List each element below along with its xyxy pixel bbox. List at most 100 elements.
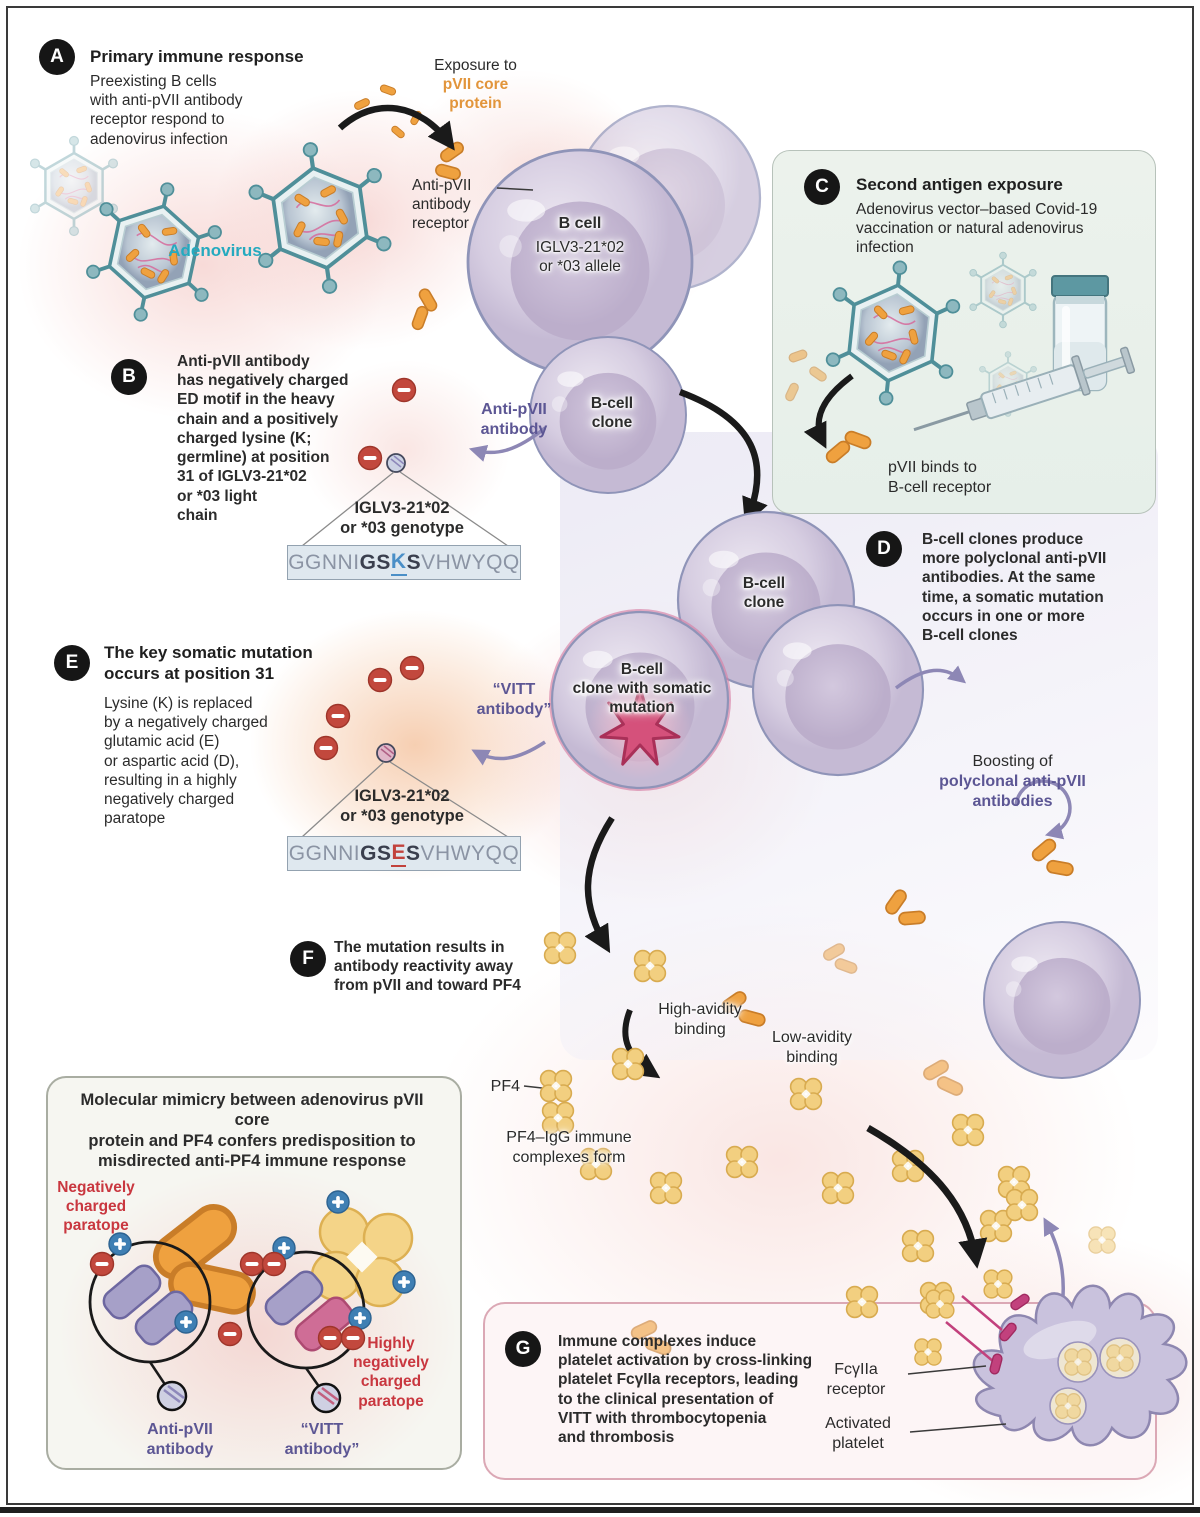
activated-platelet-label: Activated platelet <box>825 1415 891 1452</box>
leader-line <box>496 187 534 191</box>
panel-c-title: Second antigen exposure <box>856 175 1063 194</box>
minus-charge-icon <box>217 1321 243 1347</box>
plus-charge-icon <box>392 1270 416 1294</box>
mimicry-left-group <box>88 1199 257 1468</box>
plus-charge-icon <box>348 1306 372 1330</box>
seq-pre: GGNNI <box>288 841 361 865</box>
minus-charge-icon <box>399 655 425 681</box>
pvii-protein-icon <box>787 348 809 364</box>
leader-line <box>907 1365 987 1375</box>
pf4-label: PF4 <box>490 1078 520 1095</box>
pvii-core-protein-label: pVII core protein <box>442 76 509 113</box>
seq-bold: S <box>406 841 421 865</box>
plus-charge-icon <box>326 1190 350 1214</box>
pvii-protein-icon <box>410 304 430 332</box>
pvii-protein-icon <box>833 956 859 976</box>
arrow <box>678 388 768 526</box>
pvii-protein-icon <box>897 910 927 926</box>
b-cell-label: B cell <box>558 215 602 232</box>
adenovirus-ghost-icon <box>31 137 118 236</box>
pf4-tetramer-icon <box>539 1069 573 1103</box>
pf4-tetramer-icon <box>925 1289 955 1319</box>
plus-charge-icon <box>174 1310 198 1334</box>
seq-mutation-e: E <box>391 841 406 867</box>
arrow <box>622 1008 661 1079</box>
adenovirus-ghost-icon <box>970 252 1036 328</box>
antibody-blue-icon <box>978 851 1037 908</box>
antibody-red-icon <box>1050 1073 1111 1133</box>
pvii-protein-icon <box>389 124 407 140</box>
pf4-big-tetramer-icon <box>310 1206 414 1308</box>
antibody-icon <box>733 870 788 922</box>
fcgamma-receptor-icons <box>945 1293 1030 1375</box>
pvii-protein-icon <box>807 364 829 384</box>
antibody-icon <box>946 916 997 964</box>
leader-line <box>523 1085 543 1089</box>
panel-e-body: Lysine (K) is replaced by a negatively c… <box>104 695 268 828</box>
antibody-icon <box>1021 671 1080 730</box>
b-cell-clone-label: B-cell clone <box>742 575 786 612</box>
panel-f-badge: F <box>290 941 326 977</box>
pf4-tetramer-icon <box>633 949 667 983</box>
panel-f-body: The mutation results in antibody reactiv… <box>334 939 521 995</box>
genotype-label-e: IGLV3-21*02 or *03 genotype <box>340 787 464 826</box>
antibody-icon <box>918 813 974 867</box>
panel-d-body: B-cell clones produce more polyclonal an… <box>922 531 1107 645</box>
pvii-protein-icon <box>437 139 467 165</box>
antibody-icon <box>627 531 686 590</box>
arrow <box>337 104 455 151</box>
pvii-protein-icon <box>934 1074 966 1098</box>
mimicry-title: Molecular mimicry between adenovirus pVI… <box>80 1091 424 1171</box>
adenovirus-icon <box>823 255 964 411</box>
mimicry-right-group <box>239 1190 416 1470</box>
arrow <box>584 816 615 954</box>
high-avidity-label: High-avidity binding <box>658 1001 742 1038</box>
seq-post: VHWYQQ <box>421 550 520 574</box>
panel-d-badge: D <box>866 531 902 567</box>
leader-line <box>909 1423 1007 1433</box>
seq-mutation-k: K <box>390 550 407 576</box>
syringe-icon <box>913 346 1136 432</box>
seq-pre: GGNNI <box>288 550 360 574</box>
low-avidity-label: Low-avidity binding <box>771 1029 853 1066</box>
minus-charge-icon <box>261 1251 287 1277</box>
pf4-tetramer-icon <box>1005 1188 1039 1222</box>
seq-bold: S <box>406 550 422 574</box>
b-cell-plain <box>983 921 1141 1079</box>
panel-c-badge: C <box>804 169 840 205</box>
pf4-tetramer-icon <box>1088 1226 1116 1254</box>
vitt-antibody-label-box: “VITT antibody” <box>284 1421 360 1458</box>
antibody-icon <box>601 35 647 77</box>
fcgamma-receptor-label: FcγIIa receptor <box>826 1361 886 1398</box>
pf4-complexes-label: PF4–IgG immune complexes form <box>506 1129 632 1166</box>
panel-g-body: Immune complexes induce platelet activat… <box>558 1333 813 1447</box>
pvii-binds-label: pVII binds to B-cell receptor <box>888 459 992 496</box>
pf4-tetramer-icon <box>983 1269 1013 1299</box>
platelet-granules <box>1049 1337 1141 1425</box>
panel-a-badge: A <box>39 39 75 75</box>
arrow <box>803 373 854 449</box>
panel-e-badge: E <box>54 645 90 681</box>
antibody-icon <box>485 452 537 506</box>
seq-post: VHWYQQ <box>420 841 520 865</box>
activated-platelet-icon <box>945 1284 1188 1447</box>
b-cell-plain <box>751 603 925 777</box>
plus-charge-icon <box>108 1232 132 1256</box>
b-cell-clone-mutation-label: B-cell clone with somatic mutation <box>572 661 712 717</box>
b-cell-clone-label: B-cell clone <box>590 395 634 432</box>
pvii-protein-icon <box>783 381 801 403</box>
genotype-label-b: IGLV3-21*02 or *03 genotype <box>340 499 464 538</box>
vitt-antibody-label: “VITT antibody” <box>476 681 552 718</box>
boosting-label-top: Boosting of <box>972 753 1053 770</box>
anti-pvii-antibody-label: Anti-pVII antibody <box>480 401 548 438</box>
pvii-protein-icon <box>1029 836 1059 864</box>
adenovirus-label: Adenovirus <box>168 241 262 260</box>
pvii-protein-icon <box>1045 858 1075 878</box>
arrow <box>866 1124 988 1269</box>
panel-e-title: The key somatic mutation occurs at posit… <box>104 643 313 684</box>
arrow-circular-purple <box>1014 779 1072 840</box>
antibody-icon <box>867 943 918 992</box>
